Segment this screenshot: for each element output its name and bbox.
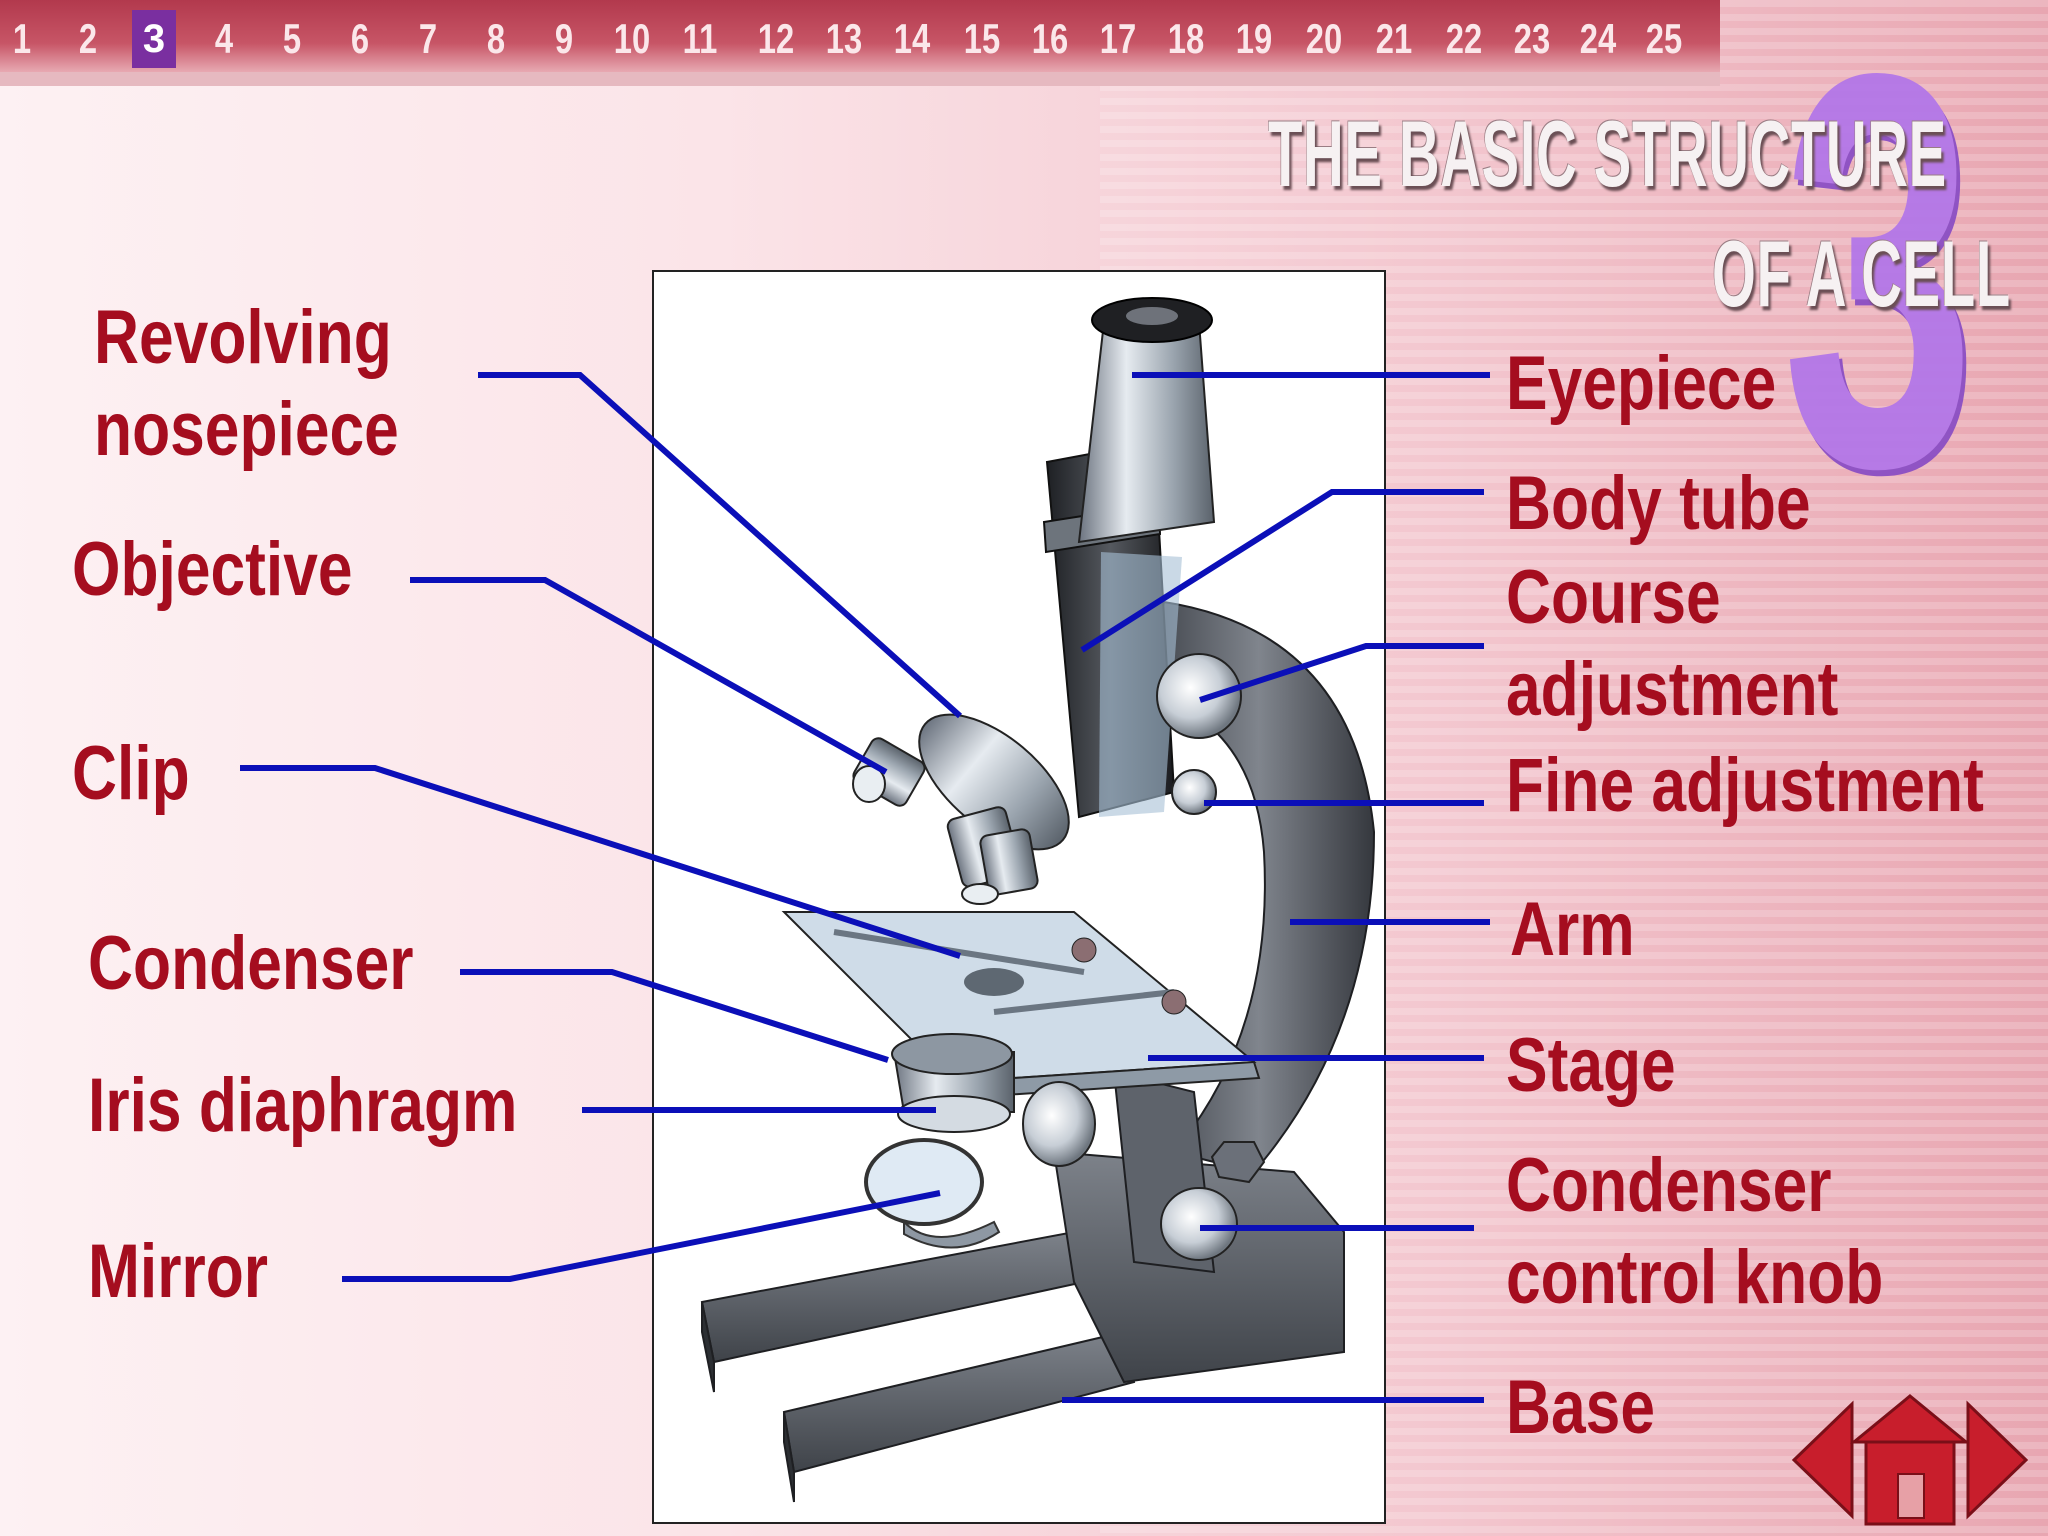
label-revolving-line1: Revolving [94, 295, 392, 380]
page-link-15[interactable]: 15 [963, 15, 1001, 62]
page-link-10[interactable]: 10 [613, 15, 651, 62]
label-arm: Arm [1510, 887, 1635, 972]
right-arrow-icon[interactable] [1966, 1400, 2029, 1520]
page-link-17[interactable]: 17 [1099, 15, 1137, 62]
page-link-19[interactable]: 19 [1235, 15, 1273, 62]
page-number-strip: 1 2 3 4 5 6 7 8 9 10 11 12 13 14 15 16 1… [0, 0, 1700, 80]
label-objective: Objective [72, 527, 353, 612]
page-link-5[interactable]: 5 [282, 15, 302, 62]
page-link-11[interactable]: 11 [682, 15, 718, 62]
label-revolving-line2: nosepiece [94, 387, 399, 472]
page-link-8[interactable]: 8 [486, 15, 506, 62]
label-course-line1: Course [1506, 555, 1721, 640]
page-link-18[interactable]: 18 [1167, 15, 1205, 62]
page-link-3[interactable]: 3 [132, 10, 176, 68]
slide-title-line1: THE BASIC STRUCTURE [1268, 101, 1947, 206]
label-condenser: Condenser [88, 921, 414, 1006]
label-course-line2: adjustment [1506, 647, 1839, 732]
label-course-adjustment: Course adjustment [1506, 552, 1838, 736]
label-condenser-control-knob: Condenser control knob [1506, 1140, 1883, 1324]
page-link-1[interactable]: 1 [12, 15, 32, 62]
page-link-14[interactable]: 14 [893, 15, 931, 62]
page-link-20[interactable]: 20 [1305, 15, 1343, 62]
label-fine-adjustment: Fine adjustment [1506, 743, 1984, 828]
home-icon[interactable] [1849, 1394, 1971, 1526]
page-link-4[interactable]: 4 [214, 15, 234, 62]
page-link-12[interactable]: 12 [757, 15, 795, 62]
page-link-22[interactable]: 22 [1445, 15, 1483, 62]
page-link-24[interactable]: 24 [1579, 15, 1617, 62]
label-cond-knob-line1: Condenser [1506, 1143, 1832, 1228]
page-link-23[interactable]: 23 [1513, 15, 1551, 62]
label-cond-knob-line2: control knob [1506, 1235, 1884, 1320]
label-mirror: Mirror [88, 1229, 269, 1314]
page-link-13[interactable]: 13 [825, 15, 863, 62]
page-link-21[interactable]: 21 [1375, 15, 1413, 62]
page-link-25[interactable]: 25 [1645, 15, 1683, 62]
page-link-6[interactable]: 6 [350, 15, 370, 62]
label-iris-diaphragm: Iris diaphragm [88, 1063, 518, 1148]
label-body-tube: Body tube [1506, 461, 1811, 546]
slide-title-line2: OF A CELL [1712, 221, 2011, 326]
label-base: Base [1506, 1365, 1655, 1450]
label-clip: Clip [72, 731, 190, 816]
microscope-illustration [652, 270, 1386, 1524]
navigation-controls [1791, 1394, 2029, 1526]
microscope-drawing [700, 297, 1376, 1503]
label-stage: Stage [1506, 1023, 1676, 1108]
chapter-number: 3 [1782, 0, 1976, 583]
left-arrow-icon[interactable] [1791, 1400, 1854, 1520]
page-link-7[interactable]: 7 [418, 15, 438, 62]
label-revolving-nosepiece: Revolving nosepiece [94, 292, 399, 476]
label-eyepiece: Eyepiece [1506, 341, 1777, 426]
page-link-2[interactable]: 2 [78, 15, 98, 62]
page-link-9[interactable]: 9 [554, 15, 574, 62]
page-link-16[interactable]: 16 [1031, 15, 1069, 62]
